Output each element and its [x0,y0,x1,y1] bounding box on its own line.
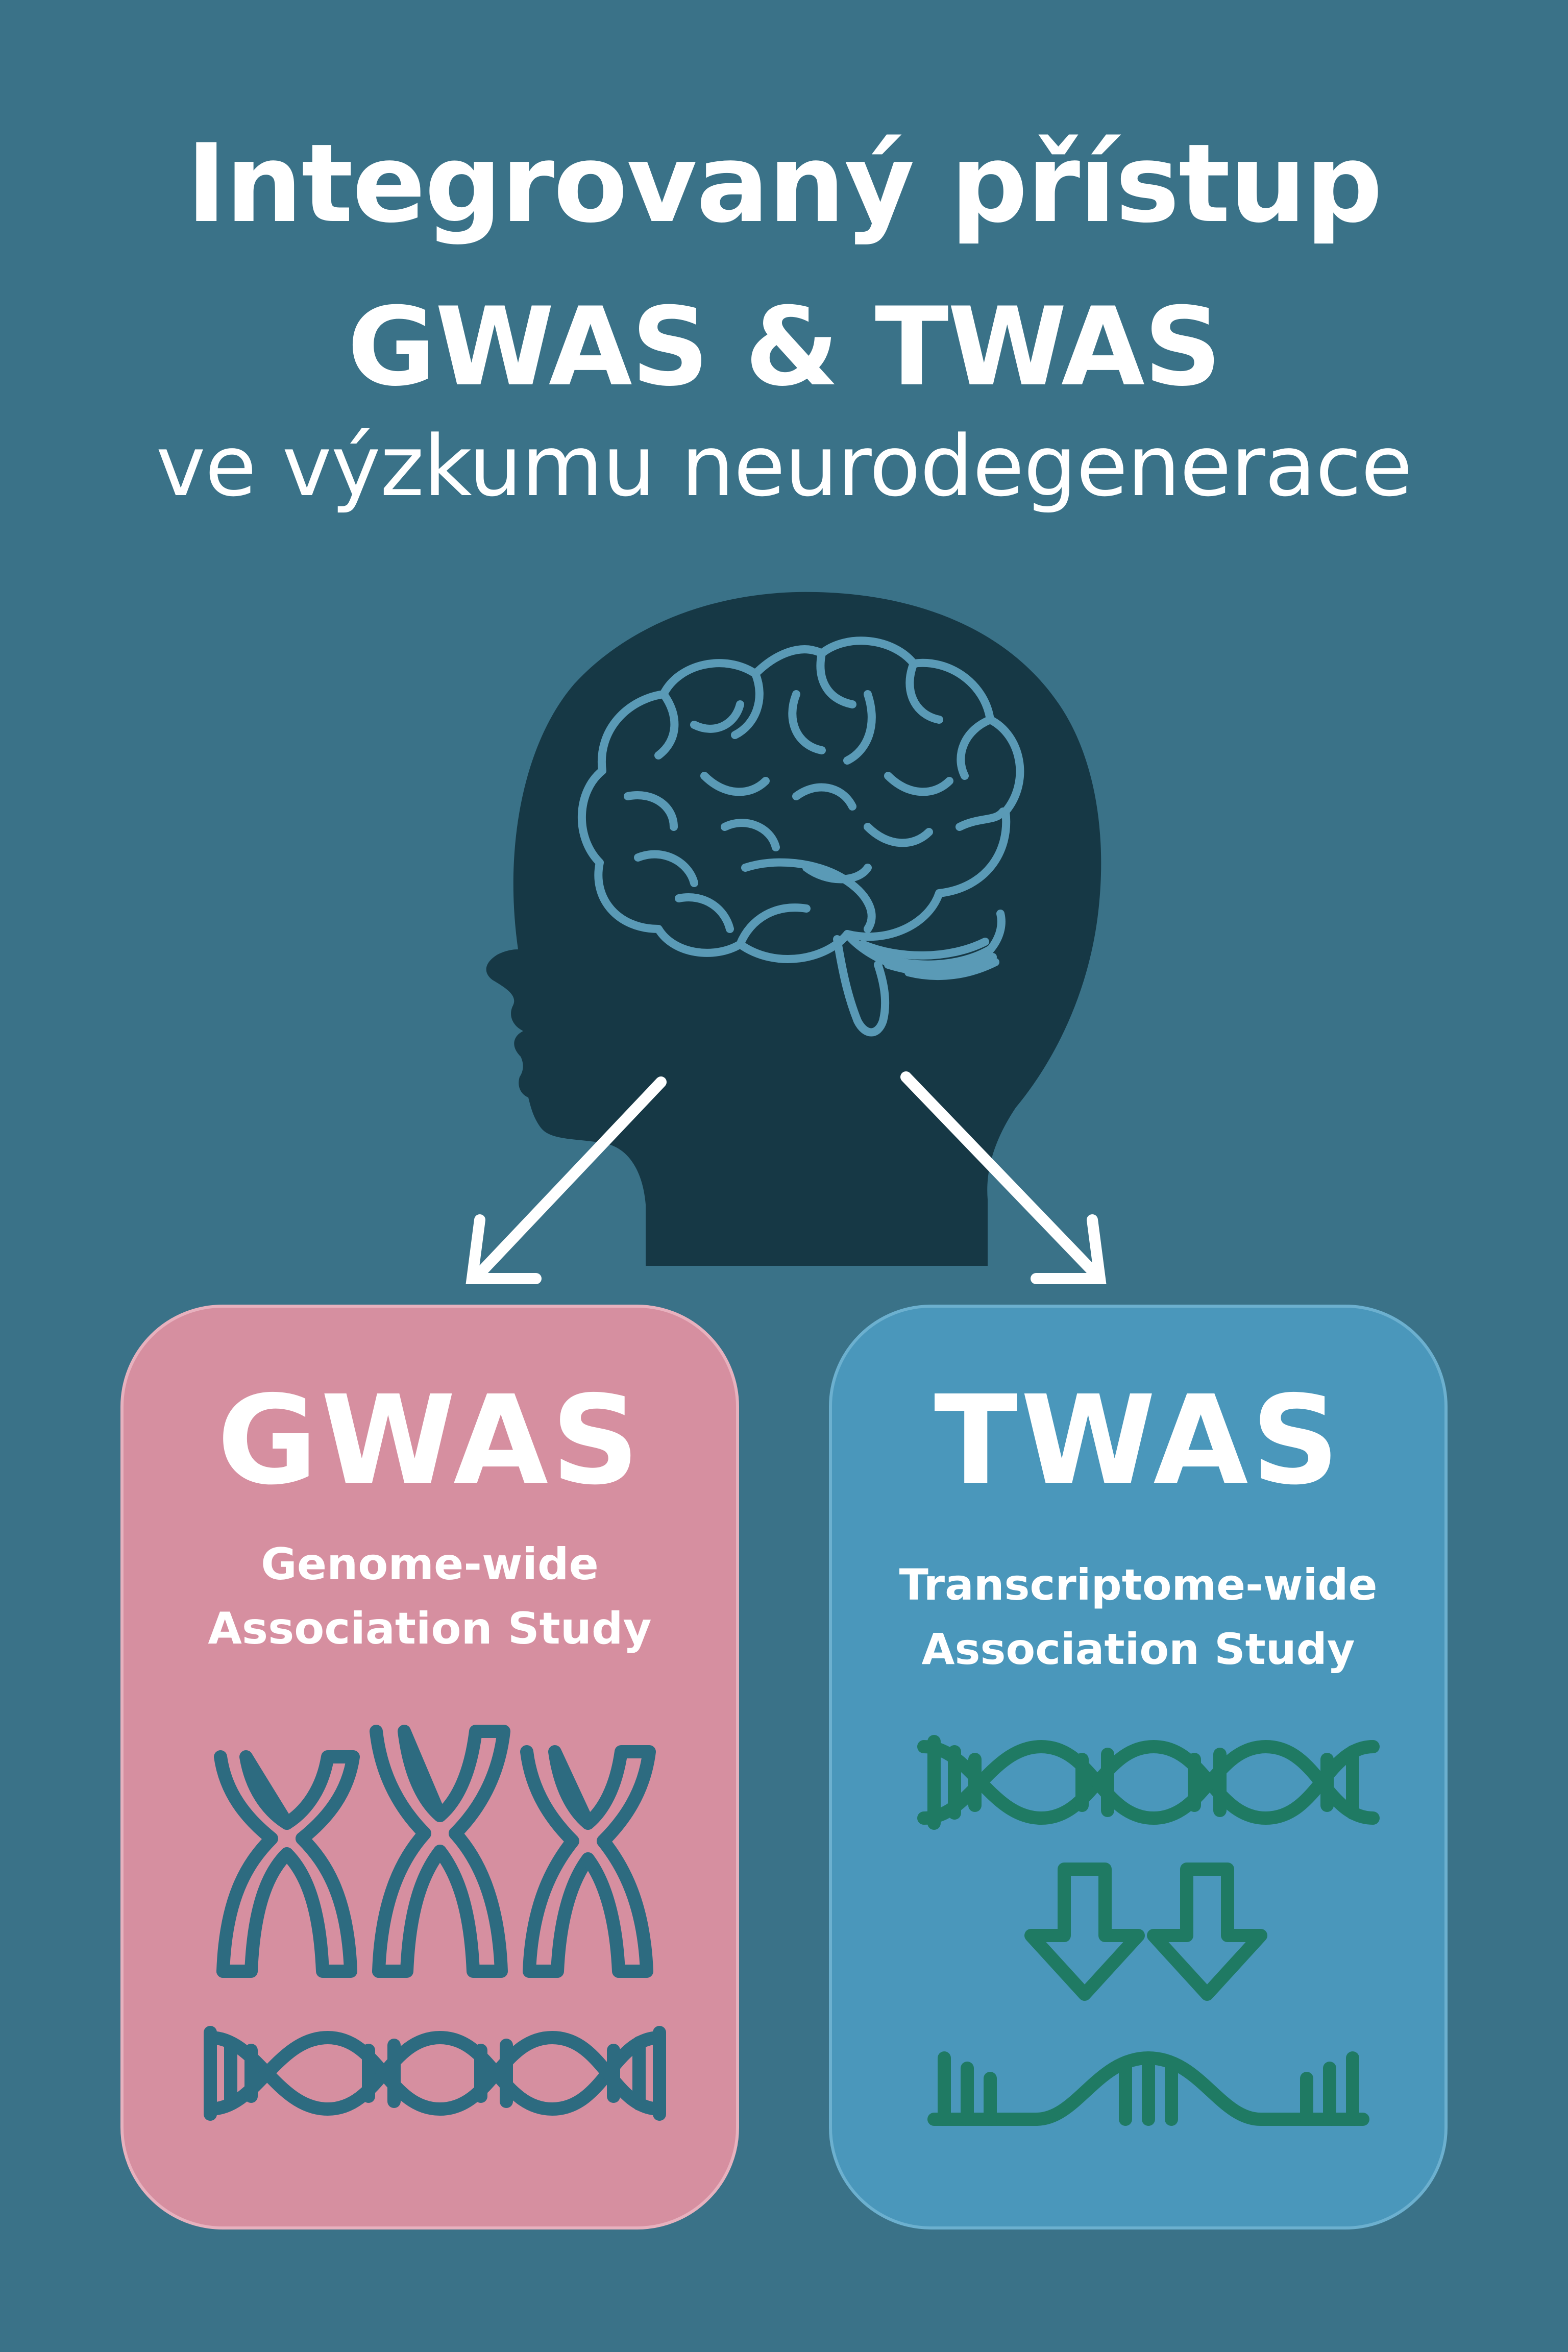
title-line-2: GWAS & TWAS [347,284,1221,410]
chromosome-icon [370,1725,510,1978]
down-arrow-icon [1024,1863,1145,2001]
brain-icon [577,636,1024,1037]
gwas-subtitle-line-2: Association Study [208,1603,652,1654]
dna-helix-icon [917,1735,1380,1830]
arrow-down-right-icon [900,1071,1107,1284]
chromosome-icon [214,1750,360,1978]
rna-strand-icon [927,2051,1369,2126]
twas-card: TWAS Transcriptome-wide Association Stud… [829,1305,1448,2230]
gwas-heading: GWAS [217,1369,643,1512]
title-line-1: Integrovaný přístup [186,120,1383,247]
chromosome-icon [520,1745,656,1978]
subtitle-line: ve výzkumu neurodegenerace [156,418,1413,515]
arrow-down-left-icon [465,1076,667,1284]
gwas-subtitle: Genome-wide Association Study [124,1532,736,1661]
twas-subtitle: Transcriptome-wide Association Study [832,1553,1444,1681]
twas-subtitle-line-1: Transcriptome-wide [899,1560,1378,1610]
dna-helix-icon [204,2026,666,2121]
gwas-card: GWAS Genome-wide Association Study [120,1305,739,2230]
twas-subtitle-line-2: Association Study [921,1624,1355,1674]
twas-icons [917,1735,1380,2126]
twas-heading: TWAS [934,1369,1343,1512]
down-arrow-icon [1147,1863,1267,2001]
gwas-subtitle-line-1: Genome-wide [261,1539,599,1590]
gwas-icons [204,1725,666,2121]
